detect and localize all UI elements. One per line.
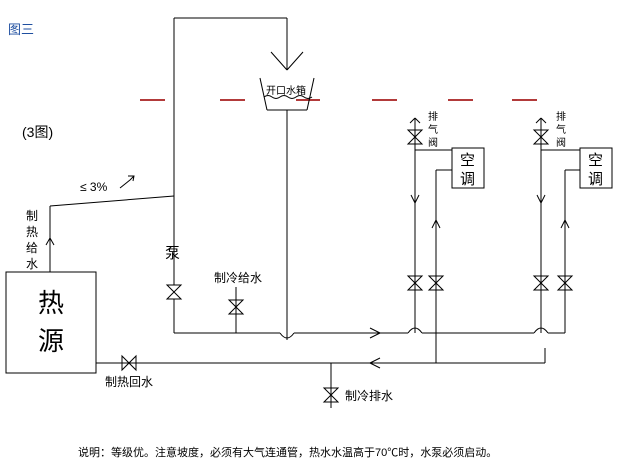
vent-valve-2-label-2: 气: [556, 123, 566, 136]
heat-source-label-1: 热: [38, 288, 64, 318]
cold-drain-valve: [322, 387, 340, 403]
ac-unit-2-piping: [535, 117, 580, 363]
ac-2-return-valve: [556, 275, 574, 291]
heat-source-label-2: 源: [38, 326, 64, 356]
vent-valve-1-label-3: 阀: [428, 136, 438, 149]
open-water-tank: [259, 77, 315, 340]
cold-supply-main: [174, 327, 565, 339]
vent-valve-1: [406, 129, 424, 145]
ac-unit-2-label-2: 调: [588, 171, 603, 188]
figure-title: 图三: [8, 22, 34, 37]
ac-1-return-valve: [427, 275, 445, 291]
heat-source-box: [5, 271, 97, 374]
vent-valve-2-label-3: 阀: [556, 136, 566, 149]
figure-label: (3图): [22, 124, 53, 140]
hot-supply-label-1: 制: [26, 209, 38, 223]
diagram-note: 说明：等级优。注意坡度，必须有大气连通管，热水水温高于70℃时，水泵必须启动。: [78, 445, 497, 459]
slope-arrow: [119, 175, 135, 189]
slope-label: ≤ 3%: [80, 180, 108, 194]
cold-drain-label: 制冷排水: [345, 389, 393, 403]
cold-supply-label: 制冷给水: [214, 271, 262, 285]
vent-valve-1-label-1: 排: [428, 110, 438, 123]
ac-unit-2: [579, 147, 613, 189]
hot-supply-label-3: 给: [26, 241, 38, 255]
ac-2-supply-valve: [532, 275, 550, 291]
hot-return-label: 制热回水: [105, 375, 153, 389]
ac-unit-1-label-2: 调: [460, 171, 475, 188]
ac-unit-1: [451, 147, 485, 189]
ac-1-supply-valve: [406, 275, 424, 291]
ac-unit-1-label-1: 空: [460, 152, 475, 169]
ac-unit-2-label-1: 空: [588, 152, 603, 169]
ac-unit-1-piping: [409, 117, 452, 363]
hot-supply-label-2: 热: [26, 225, 38, 239]
hot-supply-label-4: 水: [26, 257, 38, 271]
return-main: [96, 357, 545, 369]
hot-return-valve: [121, 354, 137, 372]
vent-valve-2-label-1: 排: [556, 110, 566, 123]
main-riser-pipe: [173, 17, 304, 285]
pump-valve: [165, 284, 183, 300]
vent-valve-1-label-2: 气: [428, 123, 438, 136]
cold-supply-valve: [227, 299, 245, 315]
hot-supply-pipe: [45, 195, 175, 272]
pump-label: 泵: [165, 245, 180, 262]
vent-valve-2: [532, 129, 550, 145]
open-tank-label: 开口水箱: [266, 84, 306, 97]
